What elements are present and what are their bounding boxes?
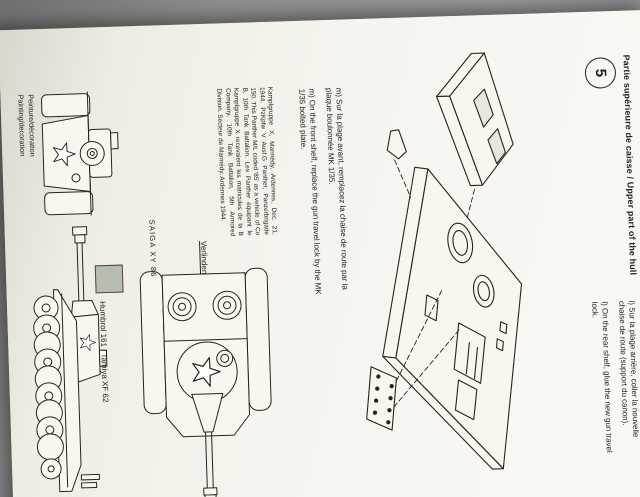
muzzle-brake <box>72 226 88 236</box>
bolted-plate-part <box>366 290 460 431</box>
assembly-leader-line <box>392 290 443 389</box>
vehicle-marking-code: SAIGA XY 86 <box>147 219 159 278</box>
instruction-m-english: m) On the front shelf, replace the gun t… <box>297 88 324 295</box>
section-title: Partie supérieure de caisse / Upper part… <box>621 54 639 276</box>
mg-ball-mount <box>71 173 81 183</box>
instruction-l-french: l) Sur la plage arrière, coller la nouve… <box>616 300 640 438</box>
cupola <box>98 349 108 367</box>
paint-reference-row: Humbrol 161 / Tamiya XF 62 <box>94 264 127 403</box>
tank-top-view-drawing <box>139 267 272 497</box>
instruction-block-m: m) Sur la plage avant, remplacez la chai… <box>290 88 350 302</box>
painting-label-french: Peinture/décoration <box>26 94 38 157</box>
engine-grille <box>453 322 486 384</box>
painting-section-label: Peinture/décoration Painting/decoration <box>16 94 38 157</box>
step-number: 5 <box>591 68 610 78</box>
hull-deck-part <box>382 166 523 470</box>
muzzle-brake <box>203 487 218 496</box>
step-number-badge: 5 <box>584 56 617 89</box>
instruction-page: Partie supérieure de caisse / Upper part… <box>0 9 640 497</box>
assembly-leader-line <box>389 329 460 413</box>
star-marking-icon <box>79 334 96 352</box>
star-marking-icon <box>52 142 76 167</box>
gun-barrel <box>81 242 85 301</box>
star-marking-icon <box>192 357 221 387</box>
historical-note: Kampfgruppe X, Marmédy, Ardennes, Dec. 2… <box>215 86 278 237</box>
tank-front-view-drawing <box>41 91 119 216</box>
exhaust-pipe <box>80 473 100 481</box>
track <box>44 191 94 216</box>
tank-side-view-drawing <box>33 226 108 493</box>
gun-barrel <box>211 431 214 488</box>
gun-travel-lock-part <box>386 129 412 198</box>
paint-color-label: Humbrol 161 / Tamiya XF 62 <box>97 301 111 403</box>
page-content: Partie supérieure de caisse / Upper part… <box>14 20 640 497</box>
cupola <box>110 132 119 150</box>
paint-swatch <box>94 264 124 294</box>
hull-front-plate-part <box>436 52 514 187</box>
assembly-leader-line <box>465 189 475 225</box>
track <box>41 93 91 118</box>
road-wheel <box>36 433 64 461</box>
upper-hull-assembly-diagram <box>366 52 523 470</box>
instruction-m-french: m) Sur la plage avant, remplacez la chai… <box>324 87 350 290</box>
gun-mantlet <box>191 392 224 433</box>
